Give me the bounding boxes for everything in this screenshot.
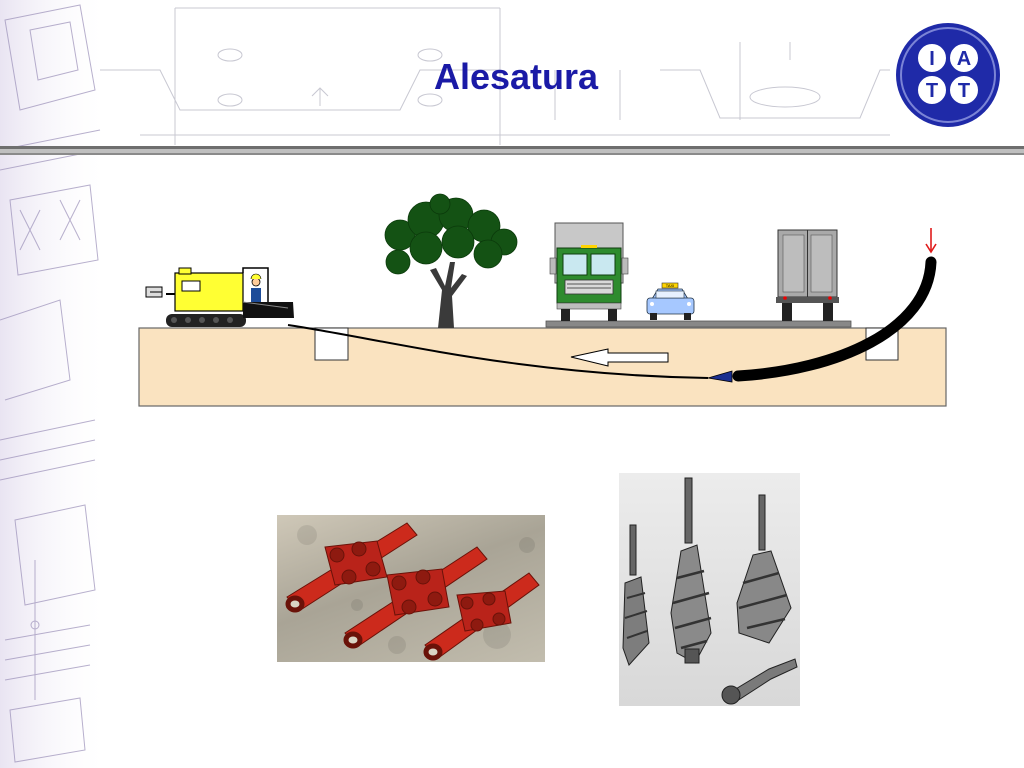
photo-drill-bits: [619, 473, 800, 706]
reamer-head-icon: [707, 370, 733, 383]
logo-letter-cells: [916, 42, 980, 106]
tree-icon: [384, 193, 518, 328]
blueprint-background-header: [100, 7, 890, 145]
drilling-rig-icon: [145, 267, 294, 327]
reamer-1: [285, 522, 418, 613]
road: [545, 320, 852, 328]
photo-red-reamers: [277, 515, 545, 662]
reaming-diagram: TAXI: [138, 193, 947, 407]
reamer-2: [343, 546, 488, 649]
logo-letter-3: T: [926, 80, 938, 102]
trailer-icon: [776, 229, 839, 321]
product-pipe: [732, 256, 937, 382]
arrow-left-icon: [570, 348, 669, 367]
header-divider: [0, 146, 1024, 155]
pilot-hole-line: [287, 324, 709, 379]
taxi-sign: TAXI: [666, 283, 675, 288]
bit-center: [670, 477, 712, 664]
bit-small: [721, 658, 798, 705]
logo-letter-1: I: [929, 48, 935, 70]
iatt-logo: I A T T: [896, 23, 1000, 127]
logo-letter-4: T: [958, 80, 970, 102]
taxi-icon: TAXI: [646, 282, 695, 320]
slide-title: Alesatura: [433, 56, 599, 97]
bit-left: [622, 524, 650, 666]
logo-letter-2: A: [957, 48, 971, 70]
blueprint-background-left: [0, 0, 110, 768]
reamer-3: [423, 572, 540, 661]
truck-icon: [549, 222, 629, 321]
arrow-down-icon: [925, 228, 937, 254]
bit-right: [736, 494, 792, 644]
